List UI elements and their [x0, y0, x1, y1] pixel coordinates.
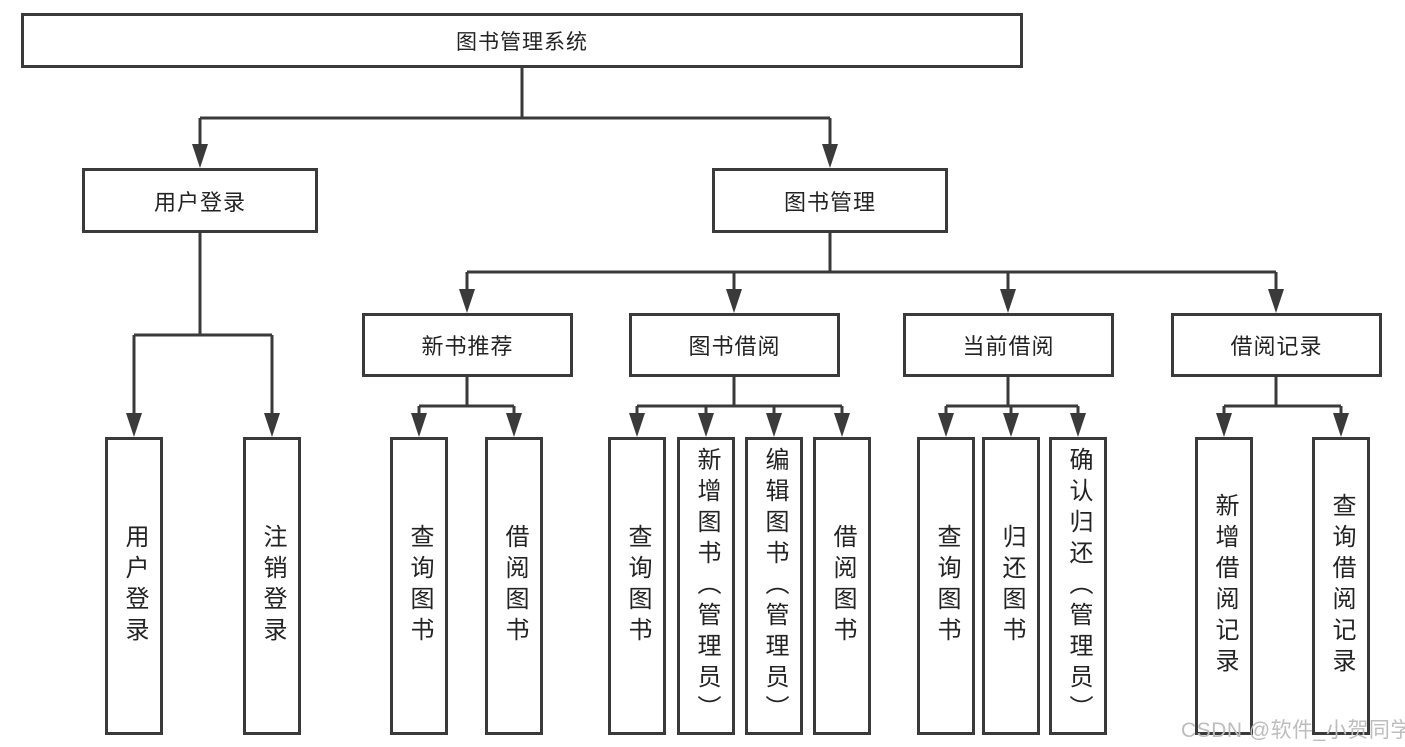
node-user-login-group: 用户登录 [82, 168, 318, 233]
leaf-add-borrow-record: 新增借阅记录 [1195, 437, 1253, 735]
leaf-confirm-return-admin: 确认归还（管理员） [1049, 437, 1107, 735]
connector-paths [132, 68, 1343, 415]
leaf-query-borrow-record: 查询借阅记录 [1312, 437, 1370, 735]
csdn-watermark: CSDN @软件_小贺同学 [1181, 719, 1405, 742]
node-borrowing-records: 借阅记录 [1171, 313, 1382, 377]
arrowhead-icons [126, 144, 1349, 437]
leaf-return-books: 归还图书 [982, 437, 1040, 735]
leaf-query-books-current: 查询图书 [917, 437, 975, 735]
leaf-borrow-books-recommend: 借阅图书 [485, 437, 543, 735]
leaf-edit-books-admin: 编辑图书（管理员） [745, 437, 803, 735]
node-current-borrowing: 当前借阅 [903, 313, 1114, 377]
node-system-root: 图书管理系统 [21, 13, 1023, 68]
node-new-book-recommendation: 新书推荐 [362, 313, 573, 377]
leaf-user-login: 用户登录 [105, 437, 163, 735]
node-book-borrowing: 图书借阅 [629, 313, 840, 377]
leaf-add-books-admin: 新增图书（管理员） [677, 437, 735, 735]
leaf-query-books-borrowing: 查询图书 [608, 437, 666, 735]
leaf-query-books-recommend: 查询图书 [390, 437, 448, 735]
leaf-logout: 注销登录 [243, 437, 301, 735]
leaf-borrow-books-borrowing: 借阅图书 [813, 437, 871, 735]
node-book-management-group: 图书管理 [712, 168, 948, 233]
